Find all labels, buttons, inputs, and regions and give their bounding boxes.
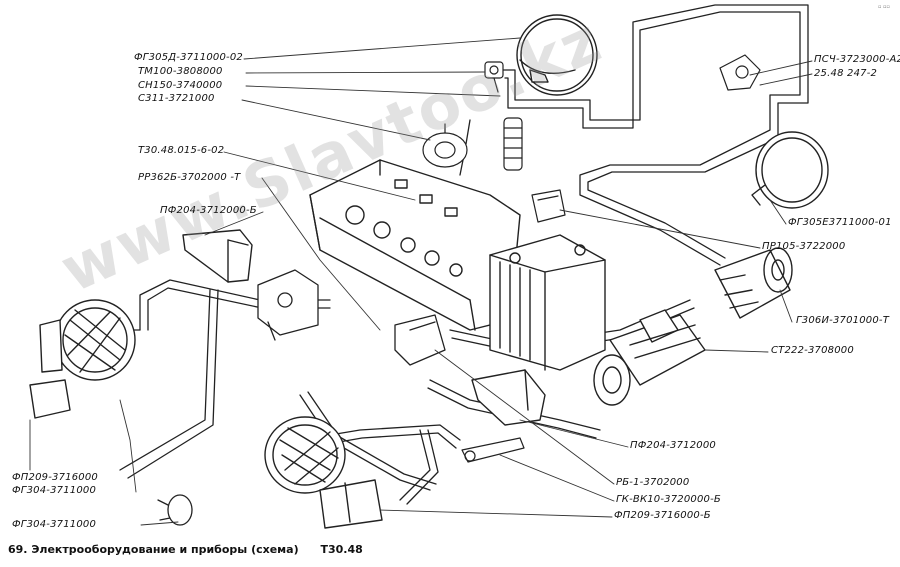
caption-text: Электрооборудование и приборы (схема) (31, 543, 299, 556)
left-headlamp (29, 299, 136, 419)
lamp-psch (719, 54, 761, 91)
rear-left-lamp (157, 494, 193, 526)
relay-pr105 (531, 189, 566, 223)
top-headlamp (516, 14, 598, 96)
label-gk: ГК-ВК10-3720000-Б (616, 494, 721, 505)
right-indicator (471, 369, 546, 426)
label-s311: С311-3721000 (138, 93, 215, 104)
label-fg304-left: ФГ304-3711000 (12, 485, 97, 496)
label-st222: СТ222-3708000 (771, 345, 854, 356)
lower-headlamp (264, 416, 383, 529)
label-pf204-right: ПФ204-3712000 (630, 440, 716, 451)
label-fg305d: ФГ305Д-3711000-02 (134, 52, 243, 63)
label-pr105: ПР105-3722000 (762, 241, 846, 252)
label-fp209-right: ФП209-3716000-Б (614, 510, 711, 521)
left-front-indicator (182, 229, 253, 283)
label-rr362b: РР362Б-3702000 -Т (138, 172, 241, 183)
label-fg304-bottom: ФГ304-3711000 (12, 519, 97, 530)
starter-st222 (593, 309, 706, 406)
label-tm100: ТМ100-3808000 (138, 66, 223, 77)
figure-caption: 69. Электрооборудование и приборы (схема… (8, 543, 363, 556)
battery (489, 234, 606, 371)
corner-note: ▫ ▫▫ (878, 4, 890, 10)
label-g306i: Г306И-3701000-Т (796, 315, 889, 326)
label-rb1: РБ-1-3702000 (616, 477, 690, 488)
label-psch: ПСЧ-3723000-А2 (814, 54, 900, 65)
horn-s311 (422, 123, 468, 168)
label-sn150: СН150-3740000 (138, 80, 223, 91)
right-headlamp (751, 131, 829, 209)
switch-gk (461, 437, 525, 463)
label-fp209-left: ФП209-3716000 (12, 472, 98, 483)
generator-g306i (714, 247, 793, 319)
caption-number: 69. (8, 543, 28, 556)
coil-sn150 (503, 117, 523, 171)
leader-lines (29, 37, 813, 526)
caption-model: Т30.48 (320, 543, 363, 556)
regulator-rr362b (257, 269, 319, 341)
relay-rb1 (394, 314, 446, 366)
label-pf204-left: ПФ204-3712000-Б (160, 205, 257, 216)
sensor-tm100 (484, 61, 504, 93)
label-t30-48: Т30.48.015-6-02 (138, 145, 225, 156)
instrument-panel (309, 159, 521, 331)
label-fg305e: ФГ305Е3711000-01 (788, 217, 892, 228)
wiring-harness (119, 4, 809, 505)
label-psch-b: 25.48 247-2 (814, 68, 878, 79)
